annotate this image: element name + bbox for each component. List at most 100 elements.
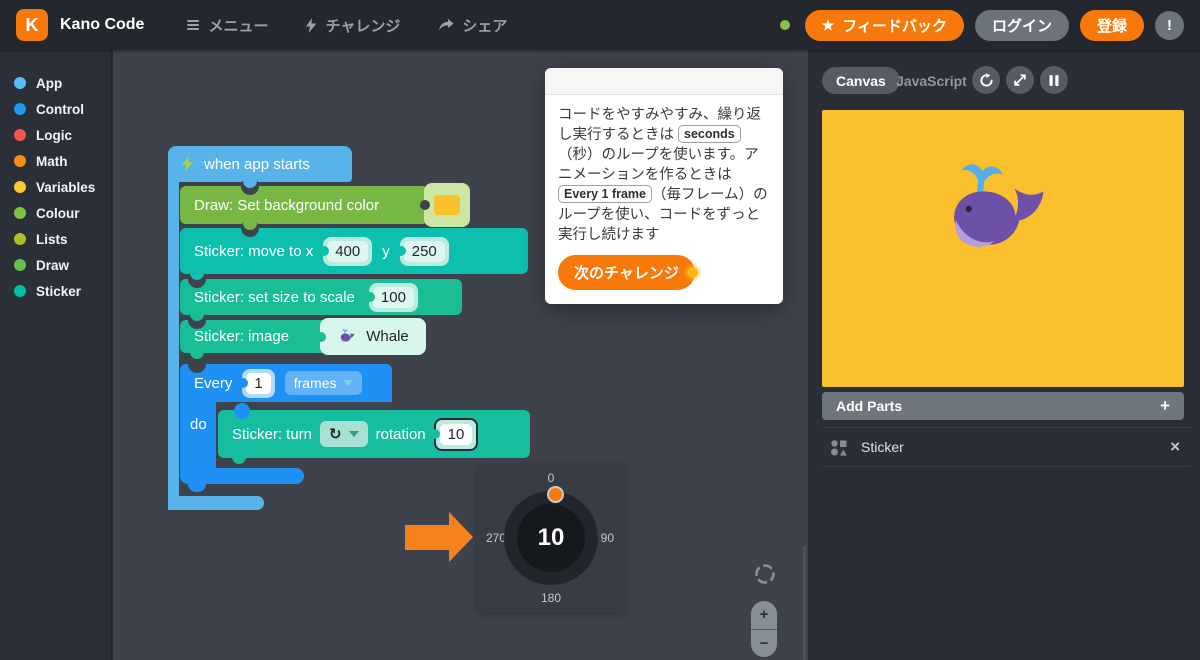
zoom-out-button[interactable]: −	[759, 634, 769, 652]
category-dot-app	[14, 77, 26, 89]
app-canvas[interactable]	[822, 110, 1184, 387]
top-bar: K Kano Code メニュー チャレンジ シェア ★ フィードバック ログイ…	[0, 0, 1200, 50]
tutorial-popup-header[interactable]	[545, 68, 783, 95]
rotation-value-field[interactable]: 10	[439, 423, 473, 445]
kano-logo[interactable]: K	[16, 9, 48, 41]
main-menu: メニュー チャレンジ シェア	[186, 15, 507, 36]
zoom-controls: + −	[751, 601, 777, 657]
exclamation-icon: !	[1167, 16, 1172, 34]
share-button[interactable]: シェア	[438, 15, 507, 36]
block-sticker-turn[interactable]: Sticker: turn ↻ rotation 10	[218, 403, 530, 464]
block-label-y: y	[382, 242, 390, 260]
tab-canvas[interactable]: Canvas	[822, 67, 900, 94]
dial-label-270: 270	[486, 531, 507, 545]
fullscreen-button[interactable]	[1006, 66, 1034, 94]
pause-icon	[1049, 74, 1059, 86]
rotation-value-slot[interactable]: 10	[429, 417, 479, 451]
sticker-image-name: Whale	[366, 328, 409, 345]
category-label: Control	[36, 101, 84, 117]
dial-knob[interactable]	[547, 486, 564, 503]
whale-sticker[interactable]	[942, 162, 1062, 267]
turn-direction-dropdown[interactable]: ↻	[320, 421, 368, 447]
sidebar-item-draw[interactable]: Draw	[0, 252, 111, 278]
tab-javascript[interactable]: JavaScript	[896, 73, 967, 89]
sidebar-item-math[interactable]: Math	[0, 148, 111, 174]
rotation-dial-widget[interactable]: 0 90 180 270 10	[477, 464, 625, 612]
scale-value-slot[interactable]: 100	[364, 282, 418, 312]
sidebar-item-colour[interactable]: Colour	[0, 200, 111, 226]
restart-icon	[979, 72, 993, 87]
menu-label: メニュー	[208, 17, 269, 35]
category-dot-logic	[14, 129, 26, 141]
slot-notch	[429, 429, 440, 439]
signup-button[interactable]: 登録	[1079, 9, 1144, 41]
sticker-image-value-slot[interactable]: Whale	[316, 318, 426, 355]
unit-dropdown[interactable]: frames	[284, 371, 363, 395]
block-sticker-move-to[interactable]: Sticker: move to x 400 y 250	[180, 219, 528, 280]
category-dot-colour	[14, 207, 26, 219]
block-label: Sticker: image	[194, 328, 290, 345]
hint-arrow-icon	[405, 512, 473, 562]
pause-button[interactable]	[1040, 66, 1068, 94]
menu-lines-icon	[187, 20, 200, 30]
interval-value-slot[interactable]: 1	[238, 368, 275, 398]
chevron-down-icon	[343, 380, 354, 386]
sidebar-item-logic[interactable]: Logic	[0, 122, 111, 148]
block-set-background-color[interactable]: Draw: Set background color	[180, 177, 428, 230]
y-value-slot[interactable]: 250	[395, 236, 449, 266]
challenges-button[interactable]: チャレンジ	[306, 15, 400, 36]
signup-label: 登録	[1096, 17, 1127, 35]
block-label: Sticker: set size to scale	[194, 288, 355, 306]
category-dot-control	[14, 103, 26, 115]
divider	[822, 466, 1190, 467]
x-value-slot[interactable]: 400	[319, 236, 373, 266]
workspace-scrollbar[interactable]	[803, 546, 806, 660]
slot-notch	[319, 246, 330, 256]
add-parts-label: Add Parts	[836, 398, 903, 414]
dial-value: 10	[517, 504, 585, 572]
do-label: do	[190, 416, 207, 433]
alert-button[interactable]: !	[1155, 10, 1184, 40]
sidebar-item-variables[interactable]: Variables	[0, 174, 111, 200]
close-icon[interactable]: ×	[1170, 437, 1180, 456]
part-row-sticker[interactable]: Sticker ×	[808, 428, 1200, 466]
share-label: シェア	[462, 17, 508, 35]
interval-value-field[interactable]: 1	[246, 372, 271, 394]
sidebar-item-sticker[interactable]: Sticker	[0, 278, 111, 304]
color-value-slot[interactable]	[420, 183, 470, 227]
sidebar-item-lists[interactable]: Lists	[0, 226, 111, 252]
color-swatch[interactable]	[434, 195, 460, 215]
lightning-icon	[306, 17, 317, 33]
block-sticker-set-size[interactable]: Sticker: set size to scale 100	[180, 270, 462, 321]
add-parts-button[interactable]: Add Parts +	[822, 392, 1184, 420]
sidebar-item-control[interactable]: Control	[0, 96, 111, 122]
hat-block-left-bar	[168, 160, 179, 510]
next-challenge-button[interactable]: 次のチャレンジ	[558, 255, 698, 290]
sidebar-item-app[interactable]: App	[0, 70, 111, 96]
y-value-field[interactable]: 250	[403, 240, 445, 262]
block-connector-bump	[243, 216, 257, 230]
category-label: Draw	[36, 257, 70, 273]
topbar-right: ★ フィードバック ログイン 登録 !	[779, 9, 1184, 41]
tutorial-text-segment: （毎フレーム）のループを使い、コードをずっと実行し続けます	[558, 187, 768, 243]
scale-value-field[interactable]: 100	[372, 286, 414, 308]
x-value-field[interactable]: 400	[327, 240, 369, 262]
slot-notch	[316, 331, 326, 342]
online-status-dot	[779, 20, 790, 30]
block-every-frames[interactable]: Every 1 frames	[180, 355, 392, 402]
category-label: Colour	[36, 205, 80, 221]
tutorial-text: コードをやすみやすみ、繰り返し実行するときは seconds（秒）のループを使い…	[545, 95, 783, 304]
chevron-down-icon	[348, 431, 359, 437]
center-view-icon[interactable]	[753, 562, 777, 586]
block-category-sidebar: App Control Logic Math Variables Colour …	[0, 50, 113, 660]
every-block-connector-tab	[188, 484, 206, 492]
zoom-in-button[interactable]: +	[751, 601, 777, 630]
restart-button[interactable]	[972, 66, 1000, 94]
next-challenge-label: 次のチャレンジ	[574, 265, 679, 282]
feedback-button[interactable]: ★ フィードバック	[804, 9, 964, 41]
stage-panel: Canvas JavaScript Add Parts	[808, 50, 1200, 660]
login-button[interactable]: ログイン	[974, 9, 1069, 41]
menu-button[interactable]: メニュー	[186, 15, 268, 36]
block-connector-notch	[234, 403, 250, 419]
block-when-app-starts[interactable]: when app starts	[168, 146, 352, 188]
